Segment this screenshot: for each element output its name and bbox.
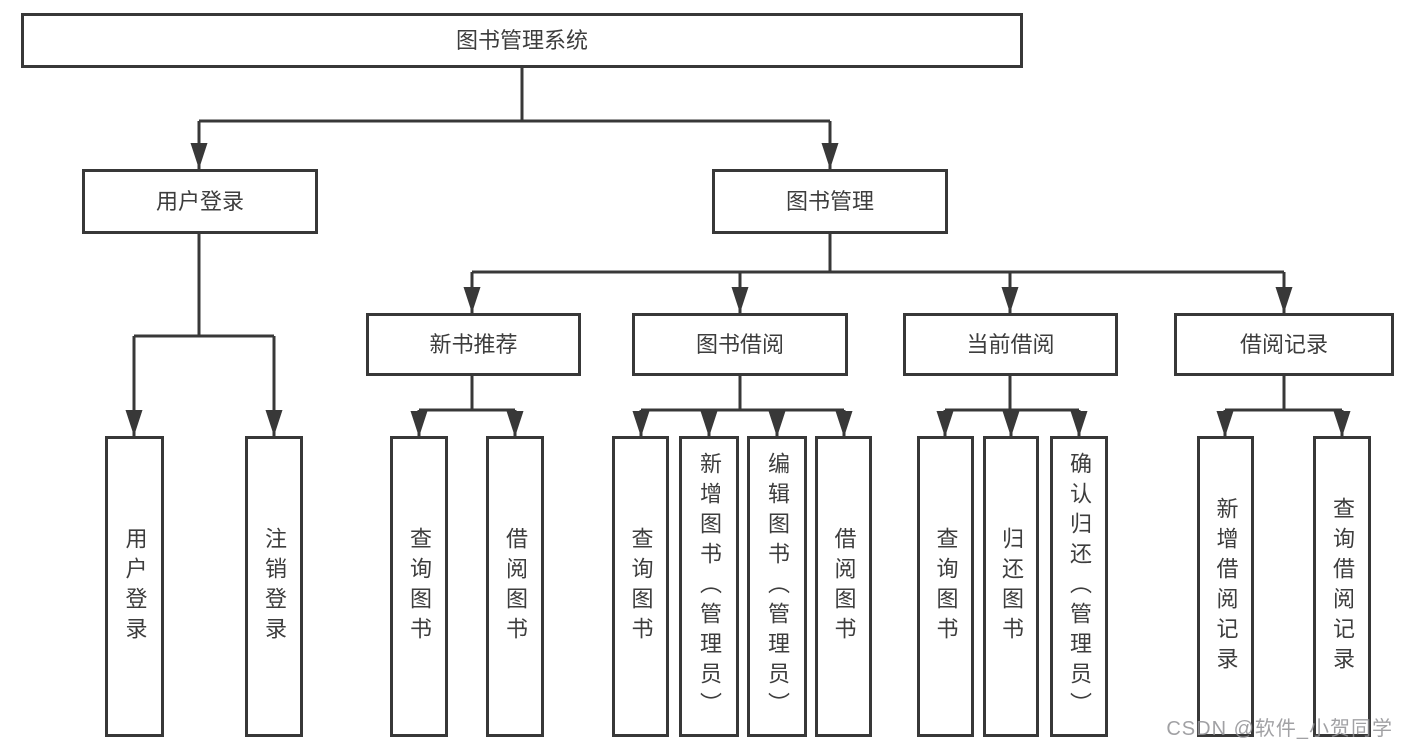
leaf-borrow-books-2: 借阅图书: [815, 436, 872, 737]
leaf-add-borrow-record: 新增借阅记录: [1197, 436, 1254, 737]
leaf-search-borrow-record: 查询借阅记录: [1313, 436, 1371, 737]
leaf-search-books-1: 查询图书: [390, 436, 448, 737]
leaf-borrow-books-1: 借阅图书: [486, 436, 544, 737]
leaf-return-books: 归还图书: [983, 436, 1039, 737]
leaf-add-books-admin: 新增图书（管理员）: [679, 436, 739, 737]
leaf-search-books-2: 查询图书: [612, 436, 669, 737]
leaf-search-books-3: 查询图书: [917, 436, 974, 737]
node-book-borrowing: 图书借阅: [632, 313, 848, 376]
csdn-watermark: CSDN @软件_小贺同学: [1166, 718, 1393, 740]
leaf-confirm-return-admin: 确认归还（管理员）: [1050, 436, 1108, 737]
leaf-logout: 注销登录: [245, 436, 303, 737]
leaf-user-login: 用户登录: [105, 436, 164, 737]
node-borrow-records: 借阅记录: [1174, 313, 1394, 376]
node-user-login: 用户登录: [82, 169, 318, 234]
node-book-management: 图书管理: [712, 169, 948, 234]
node-new-book-recommend: 新书推荐: [366, 313, 581, 376]
node-library-system: 图书管理系统: [21, 13, 1023, 68]
node-current-borrowing: 当前借阅: [903, 313, 1118, 376]
leaf-edit-books-admin: 编辑图书（管理员）: [747, 436, 807, 737]
